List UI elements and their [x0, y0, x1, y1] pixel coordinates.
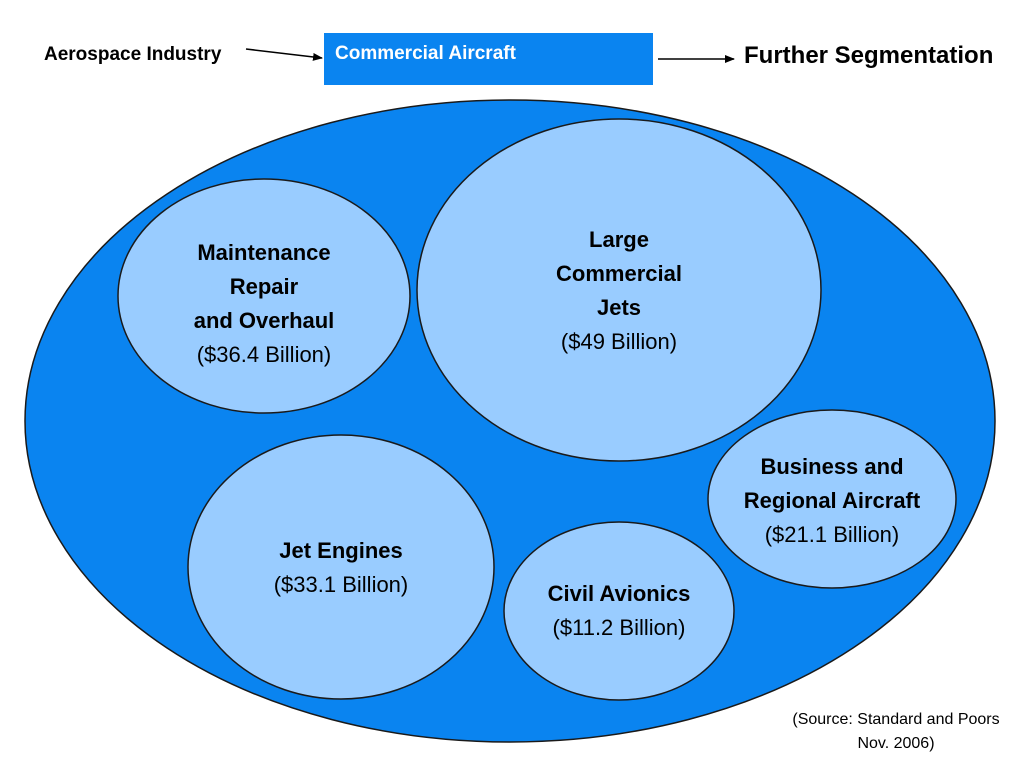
segment-value: ($49 Billion): [560, 329, 678, 354]
aerospace-industry-label: Aerospace Industry: [44, 44, 222, 65]
segment-name-line: Jet Engines: [279, 538, 403, 563]
segment-value: ($33.1 Billion): [273, 572, 409, 597]
segment-name-line: Commercial: [556, 261, 682, 286]
segment-name-line: and Overhaul: [193, 308, 335, 333]
segment-name-line: Repair: [229, 274, 299, 299]
segment-name-line: Maintenance: [197, 240, 331, 265]
segment-circle-mro: [117, 178, 411, 414]
segment-name-line: Civil Avionics: [547, 581, 691, 606]
arrow-industry-to-segment: [245, 48, 323, 61]
further-segmentation-label: Further Segmentation: [744, 42, 994, 69]
segment-value: ($11.2 Billion): [552, 615, 686, 640]
segment-label-bra: Business and Regional Aircraft ($21.1 Bi…: [707, 450, 957, 552]
segment-label-lcj: Large Commercial Jets ($49 Billion): [499, 223, 739, 359]
segment-circle-lcj: [416, 118, 822, 462]
segment-name-line: Business and: [760, 454, 904, 479]
source-line: Nov. 2006): [857, 735, 935, 752]
commercial-aircraft-box: Commercial Aircraft: [324, 33, 653, 85]
commercial-aircraft-label: Commercial Aircraft: [335, 43, 516, 64]
segment-label-je: Jet Engines ($33.1 Billion): [218, 534, 464, 602]
segment-value: ($21.1 Billion): [764, 522, 900, 547]
segment-circle-je: [187, 434, 495, 700]
segment-name-line: Large: [589, 227, 649, 252]
segment-label-ca: Civil Avionics ($11.2 Billion): [504, 577, 734, 645]
segment-value: ($36.4 Billion): [196, 342, 332, 367]
source-line: (Source: Standard and Poors: [792, 711, 1000, 728]
source-citation: (Source: Standard and Poors Nov. 2006): [772, 708, 1020, 756]
segment-name-line: Jets: [596, 295, 642, 320]
segment-circle-bra: [707, 409, 957, 589]
segment-name-line: Regional Aircraft: [743, 488, 921, 513]
segment-circle-ca: [503, 521, 735, 701]
segment-label-mro: Maintenance Repair and Overhaul ($36.4 B…: [144, 236, 384, 372]
